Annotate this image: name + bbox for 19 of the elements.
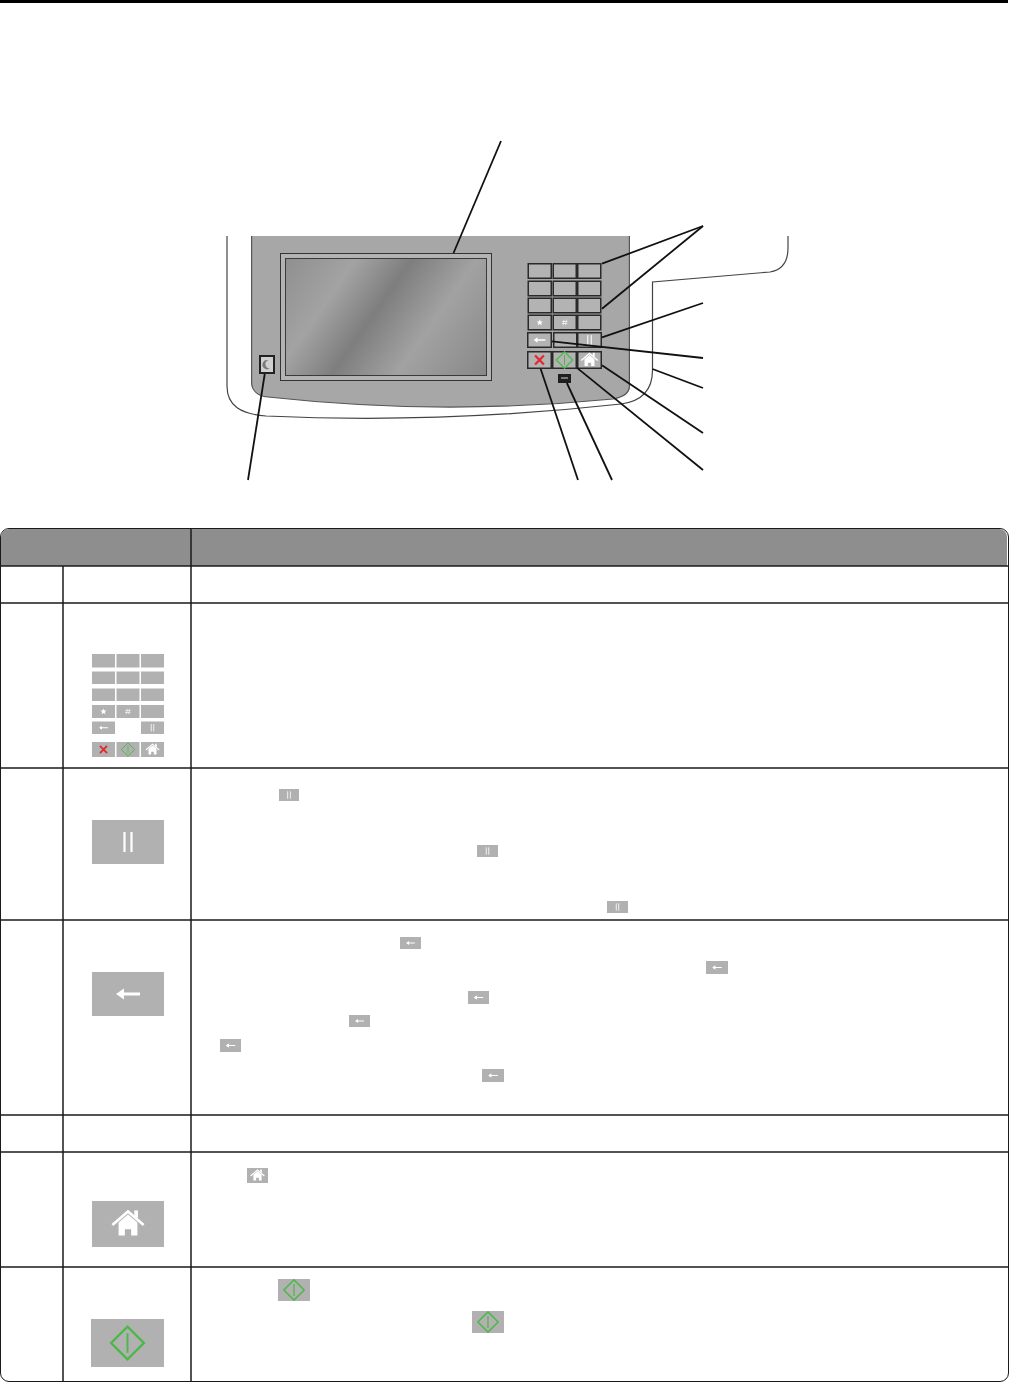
moon-button-icon <box>259 355 275 374</box>
back-key-icon <box>527 332 552 348</box>
home-key-icon <box>577 351 602 369</box>
leader-line <box>551 340 704 359</box>
leader-line <box>601 225 704 310</box>
leader-line <box>247 373 266 481</box>
leader-line <box>565 382 613 481</box>
leader-line <box>651 368 704 389</box>
keypad-drawing <box>527 262 602 331</box>
leader-line <box>539 368 579 481</box>
indicator-light-icon <box>558 374 571 383</box>
leader-line <box>576 366 704 471</box>
display-screen <box>280 253 492 381</box>
cancel-key-icon <box>527 351 552 369</box>
start-key-icon <box>552 351 577 369</box>
leader-line <box>601 225 704 265</box>
leader-line <box>601 302 704 339</box>
leader-line <box>601 364 704 434</box>
panel-housing <box>226 236 789 420</box>
